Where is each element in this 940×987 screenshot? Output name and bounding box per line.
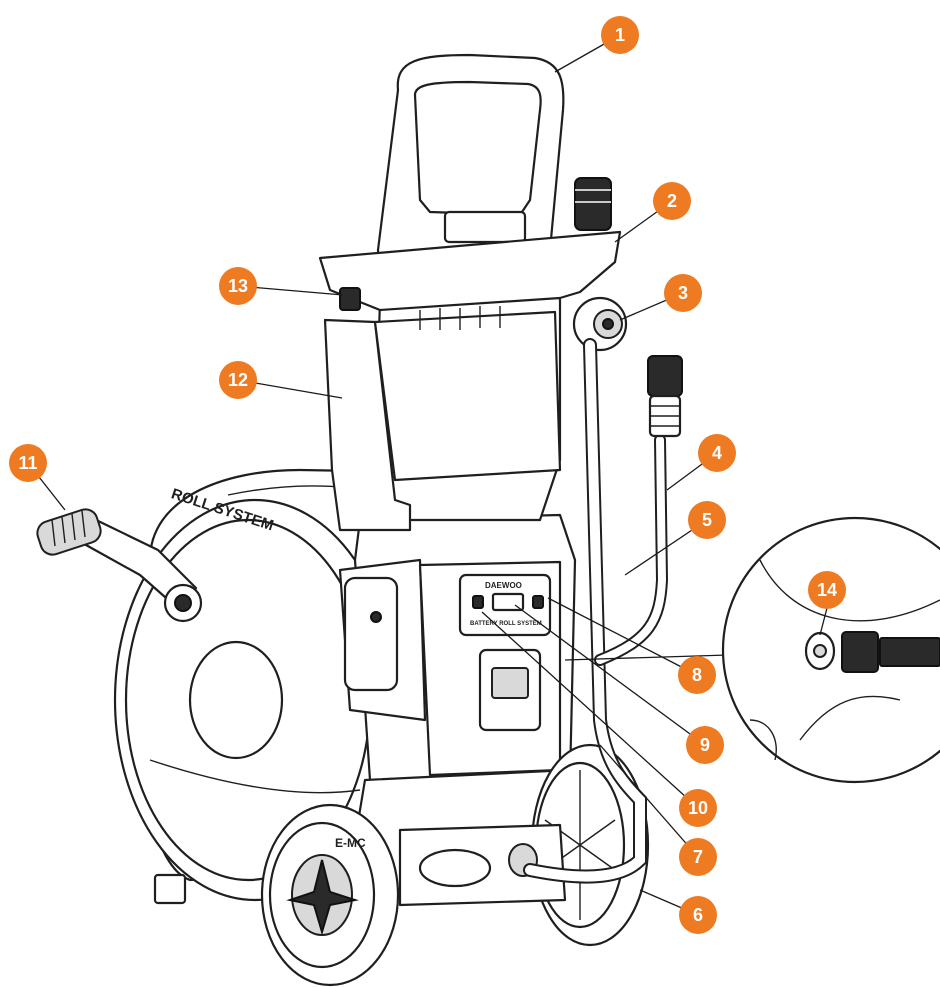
callout-4: 4 — [698, 434, 736, 472]
left-button — [472, 595, 484, 609]
svg-text:5: 5 — [702, 510, 712, 530]
detail-inset — [564, 516, 940, 784]
motor-label: E-MC — [335, 836, 366, 850]
crank-knob — [36, 508, 102, 556]
callout-9: 9 — [686, 726, 724, 764]
callout-3: 3 — [664, 274, 702, 312]
callout-13: 13 — [219, 267, 257, 305]
brand-label: DAEWOO — [485, 581, 522, 590]
detail-connector — [841, 631, 879, 673]
svg-text:6: 6 — [693, 905, 703, 925]
callout-6: 6 — [679, 896, 717, 934]
right-button — [532, 595, 544, 609]
callout-2: 2 — [653, 182, 691, 220]
callout-7: 7 — [679, 838, 717, 876]
crank-handle[interactable] — [34, 506, 203, 623]
svg-text:12: 12 — [228, 370, 248, 390]
callout-11: 11 — [9, 444, 47, 482]
svg-text:7: 7 — [693, 847, 703, 867]
outlet-connector — [574, 177, 612, 231]
svg-text:2: 2 — [667, 191, 677, 211]
callout-10: 10 — [679, 789, 717, 827]
callout-12: 12 — [219, 361, 257, 399]
inlet-connector — [339, 287, 361, 311]
svg-text:4: 4 — [712, 443, 722, 463]
top-bracket — [318, 230, 622, 312]
handle-grip — [413, 80, 542, 217]
svg-text:8: 8 — [692, 665, 702, 685]
reel-hub — [188, 640, 284, 760]
callout-14: 14 — [808, 571, 846, 609]
svg-text:9: 9 — [700, 735, 710, 755]
panel-label: BATTERY ROLL SYSTEM — [470, 621, 542, 627]
left-wheel: E-MC — [260, 803, 400, 987]
callout-8: 8 — [678, 656, 716, 694]
svg-text:10: 10 — [688, 798, 708, 818]
svg-text:14: 14 — [817, 580, 837, 600]
reel-foot — [153, 873, 187, 905]
svg-text:11: 11 — [18, 453, 37, 473]
svg-text:1: 1 — [615, 25, 625, 45]
callout-1: 1 — [601, 16, 639, 54]
svg-text:13: 13 — [228, 276, 248, 296]
svg-text:3: 3 — [678, 283, 688, 303]
hose-coupler — [647, 355, 683, 397]
callout-5: 5 — [688, 501, 726, 539]
